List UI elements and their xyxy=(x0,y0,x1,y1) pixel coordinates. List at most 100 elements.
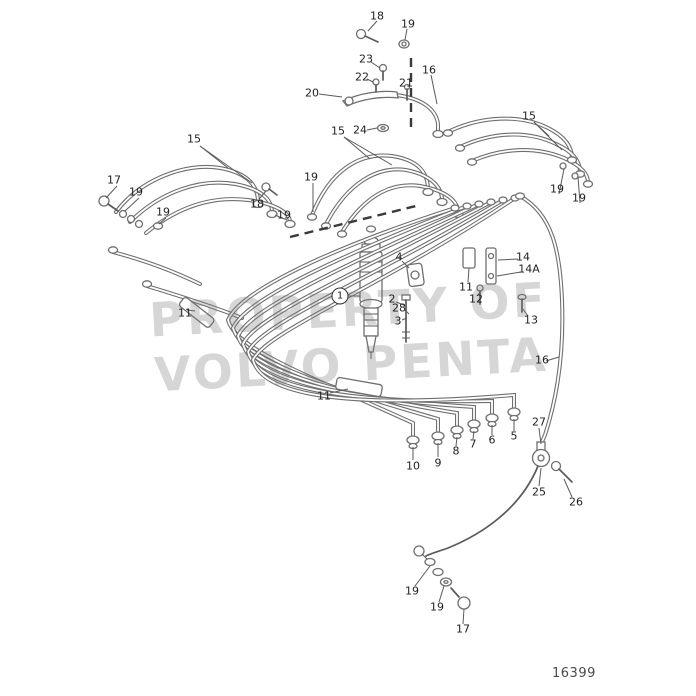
pipe-nut xyxy=(566,156,578,164)
pipe-nut xyxy=(422,187,434,197)
part-label-24: 24 xyxy=(353,123,367,137)
part-label-9: 9 xyxy=(434,456,442,470)
part-label-19: 19 xyxy=(277,208,291,222)
pipe-nut xyxy=(336,230,348,238)
alignment-dash-diagonal xyxy=(289,204,417,239)
pipe-nut-7 xyxy=(467,419,481,429)
pipe-nut-5 xyxy=(507,407,521,417)
part-label-19: 19 xyxy=(430,600,444,614)
bracket-hole-14a xyxy=(487,272,495,280)
washer-19 xyxy=(126,214,136,224)
pipe-nut xyxy=(432,129,444,139)
part-label-15: 15 xyxy=(187,132,201,146)
pipe-nut-19 xyxy=(152,222,164,230)
pipe-nut-10 xyxy=(406,435,420,445)
part-label-4: 4 xyxy=(395,250,403,264)
part-label-12: 12 xyxy=(469,292,483,306)
bracket-20 xyxy=(341,90,399,107)
injector-stem xyxy=(363,307,379,337)
injector-hardware xyxy=(401,247,527,343)
part-label-5: 5 xyxy=(510,429,518,443)
part-label-1: 1 xyxy=(331,287,349,305)
part-label-3: 3 xyxy=(394,314,402,328)
part-label-25: 25 xyxy=(532,485,546,499)
upper-middle-pipes xyxy=(306,153,464,238)
check-valve-assembly xyxy=(413,441,573,610)
pipe-nut xyxy=(284,219,296,229)
leader-lines xyxy=(105,20,581,625)
pipe-nut xyxy=(474,200,484,208)
part-label-26: 26 xyxy=(569,495,583,509)
part-label-20: 20 xyxy=(305,86,319,100)
part-label-14a: 14A xyxy=(518,262,540,276)
washer xyxy=(424,557,436,567)
part-label-16: 16 xyxy=(535,353,549,367)
washer-19 xyxy=(118,209,128,219)
drawing-number: 16399 xyxy=(552,666,596,681)
pipe-nut xyxy=(486,198,496,206)
washer-19 xyxy=(559,162,567,170)
pipe-nut xyxy=(107,246,119,254)
bolt-26-head xyxy=(550,460,562,472)
fuel-pipe-bundle xyxy=(107,194,521,450)
bolt-18-top xyxy=(355,28,367,40)
pipe-nut xyxy=(141,280,153,288)
part-label-17: 17 xyxy=(456,622,470,636)
part-label-28: 28 xyxy=(392,301,406,315)
part-label-21: 21 xyxy=(399,76,413,90)
pipe-nut xyxy=(462,202,472,210)
pipe-nut-6 xyxy=(485,413,499,423)
drain-line xyxy=(425,465,539,557)
part-label-14: 14 xyxy=(516,250,530,264)
washer-19 xyxy=(134,219,144,229)
pipe-nut xyxy=(582,180,594,188)
part-label-15: 15 xyxy=(522,109,536,123)
bracket-hole xyxy=(344,96,354,106)
bolt-12-head xyxy=(476,284,484,292)
pipe-nut xyxy=(252,199,264,209)
screw-22 xyxy=(372,78,380,86)
pipe-nut xyxy=(436,197,448,207)
upper-left-pipes xyxy=(98,164,296,235)
bolt-26-shaft xyxy=(558,468,573,483)
pipe-nut xyxy=(514,192,526,200)
top-bracket-assembly xyxy=(289,28,444,239)
clamp-11-left xyxy=(178,296,215,328)
pipe-nut-9 xyxy=(431,431,445,441)
injector-top-fitting xyxy=(365,225,377,233)
part-label-19: 19 xyxy=(550,182,564,196)
part-label-6: 6 xyxy=(488,433,496,447)
bolt-head xyxy=(413,545,425,557)
clamp-11-lower xyxy=(335,376,383,398)
injector-flange xyxy=(359,298,383,310)
pipe-nut xyxy=(450,204,460,212)
bolt-17-head xyxy=(457,596,471,610)
pipe-nut xyxy=(454,144,466,152)
pipe-nut-19 xyxy=(306,213,318,221)
bolt-17-shaft xyxy=(450,587,460,598)
bracket-hole-14 xyxy=(487,252,495,260)
part-label-19: 19 xyxy=(572,191,586,205)
part-label-11: 11 xyxy=(459,280,473,294)
part-label-13: 13 xyxy=(524,313,538,327)
injector-nozzle xyxy=(365,335,377,353)
part-label-19: 19 xyxy=(156,205,170,219)
part-label-19: 19 xyxy=(401,17,415,31)
part-label-18: 18 xyxy=(250,197,264,211)
pipe-nut xyxy=(498,196,508,204)
part-label-19: 19 xyxy=(304,170,318,184)
part-label-11: 11 xyxy=(317,389,331,403)
part-label-8: 8 xyxy=(452,444,460,458)
part-label-10: 10 xyxy=(406,459,420,473)
part-label-18: 18 xyxy=(370,9,384,23)
part-label-23: 23 xyxy=(359,52,373,66)
upper-right-pipes xyxy=(442,116,594,188)
part-label-11: 11 xyxy=(178,306,192,320)
pipe-nut xyxy=(442,129,454,137)
return-line xyxy=(514,192,565,455)
pipe-nut xyxy=(466,158,478,166)
washer-19 xyxy=(432,567,444,577)
part-label-15: 15 xyxy=(331,124,345,138)
